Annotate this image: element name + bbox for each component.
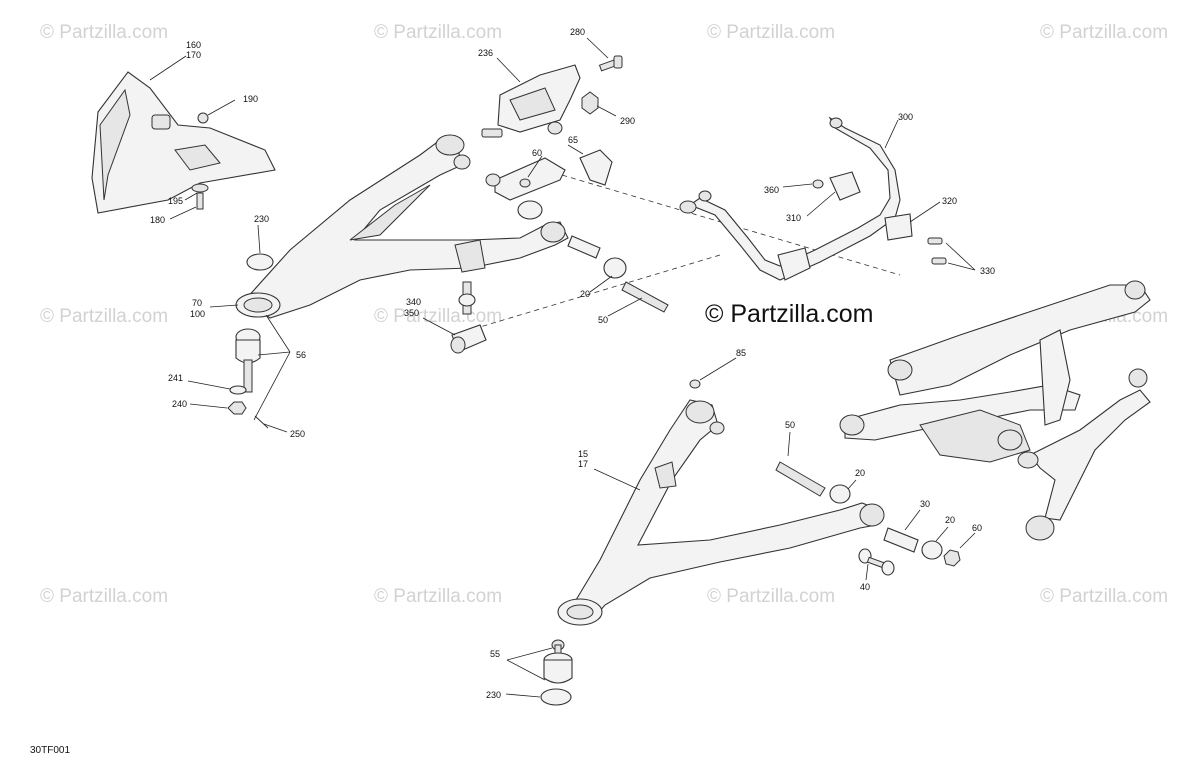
- callout-280: 280: [570, 27, 585, 37]
- nut: [547, 121, 563, 135]
- circlip: [246, 253, 274, 271]
- bushing: [603, 257, 627, 279]
- sleeve: [567, 235, 601, 259]
- bolt: [775, 461, 826, 497]
- callout-180: 180: [150, 215, 165, 225]
- leader-lines: [149, 37, 976, 698]
- callout-65: 65: [568, 135, 578, 145]
- callout-17: 17: [578, 459, 588, 469]
- callout-20: 20: [945, 515, 955, 525]
- callout-30: 30: [920, 499, 930, 509]
- callout-50: 50: [785, 420, 795, 430]
- sway-bar: [679, 116, 913, 281]
- bolt-280: [598, 55, 623, 72]
- callout-60: 60: [532, 148, 542, 158]
- nut: [943, 549, 961, 567]
- callout-230: 230: [254, 214, 269, 224]
- callout-160: 160: [186, 40, 201, 50]
- watermark: © Partzilla.com: [707, 22, 836, 43]
- watermark: © Partzilla.com: [40, 306, 169, 327]
- callout-240: 240: [172, 399, 187, 409]
- callout-236: 236: [478, 48, 493, 58]
- callout-241: 241: [168, 373, 183, 383]
- nut-290: [581, 91, 599, 115]
- callout-70: 70: [192, 298, 202, 308]
- callout-290: 290: [620, 116, 635, 126]
- callout-40: 40: [860, 582, 870, 592]
- bushing-bracket: [579, 149, 613, 186]
- callout-360: 360: [764, 185, 779, 195]
- washer: [229, 385, 247, 395]
- cam-washer: [858, 548, 895, 576]
- callout-100: 100: [190, 309, 205, 319]
- callout-350: 350: [404, 308, 419, 318]
- cotter-pin: [254, 415, 269, 429]
- callout-230: 230: [486, 690, 501, 700]
- watermark: © Partzilla.com: [707, 586, 836, 607]
- watermark: © Partzilla.com: [374, 586, 503, 607]
- castle-nut: [227, 401, 247, 415]
- lower-a-arm: [557, 399, 885, 626]
- watermark: © Partzilla.com: [1040, 586, 1169, 607]
- center-watermark: © Partzilla.com: [705, 300, 874, 328]
- callout-190: 190: [243, 94, 258, 104]
- frame-assembly: [839, 280, 1151, 541]
- diagram-code: 30TF001: [30, 745, 71, 756]
- circlip: [540, 688, 572, 706]
- callout-15: 15: [578, 449, 588, 459]
- watermark: © Partzilla.com: [40, 586, 169, 607]
- callout-340: 340: [406, 297, 421, 307]
- sleeve: [883, 527, 919, 553]
- callout-195: 195: [168, 196, 183, 206]
- callout-310: 310: [786, 213, 801, 223]
- callout-20: 20: [855, 468, 865, 478]
- alignment-line: [469, 254, 721, 331]
- callout-50: 50: [598, 315, 608, 325]
- callout-170: 170: [186, 50, 201, 60]
- callout-56: 56: [296, 350, 306, 360]
- mounting-bracket: [497, 64, 581, 133]
- nut: [698, 190, 712, 202]
- bolt-180: [191, 183, 209, 210]
- watermark: © Partzilla.com: [40, 22, 169, 43]
- callout-55: 55: [490, 649, 500, 659]
- nut: [689, 379, 701, 389]
- skid-plate: [91, 71, 276, 214]
- bolt: [621, 281, 669, 313]
- bushing: [921, 540, 943, 560]
- screw: [927, 237, 943, 245]
- upper-a-arm: [235, 134, 569, 319]
- callout-320: 320: [942, 196, 957, 206]
- bushing: [829, 484, 851, 504]
- callout-20: 20: [580, 289, 590, 299]
- callout-250: 250: [290, 429, 305, 439]
- nut: [485, 173, 501, 187]
- ball-joint-upper: [235, 328, 261, 393]
- bushing: [517, 200, 543, 220]
- nut-190: [197, 112, 209, 124]
- ball-joint-lower: [543, 639, 573, 684]
- screw: [812, 179, 824, 189]
- bolt: [481, 128, 503, 138]
- callout-85: 85: [736, 348, 746, 358]
- clamp-plate: [494, 157, 566, 201]
- watermark: © Partzilla.com: [374, 22, 503, 43]
- callout-60: 60: [972, 523, 982, 533]
- watermark: © Partzilla.com: [1040, 22, 1169, 43]
- stabilizer-link: [450, 281, 487, 354]
- callout-300: 300: [898, 112, 913, 122]
- callout-330: 330: [980, 266, 995, 276]
- alignment-line: [544, 169, 901, 276]
- screw: [931, 257, 947, 265]
